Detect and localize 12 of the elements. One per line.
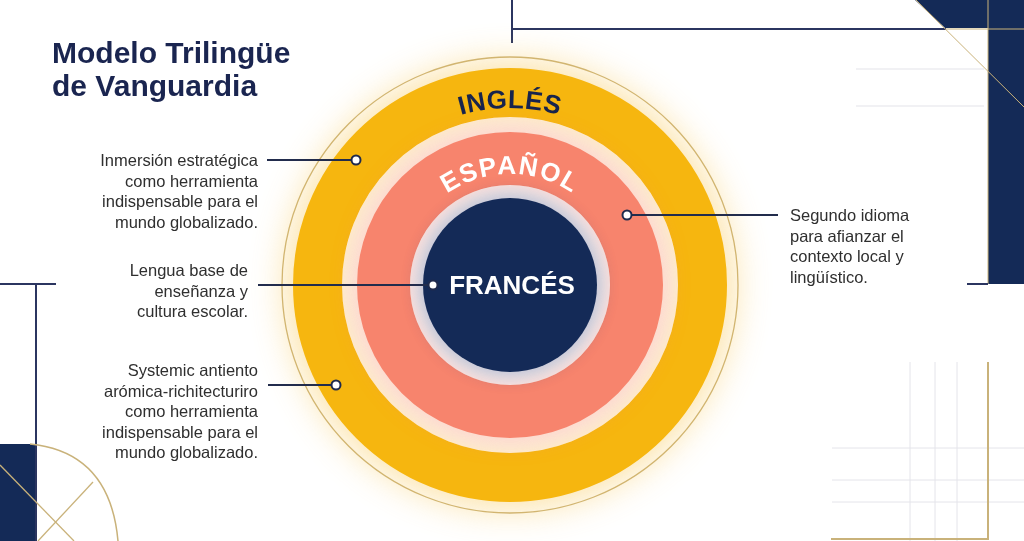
annotation-text: Lengua base de enseñanza y cultura escolar.: [128, 260, 248, 322]
annotation-text: Inmersión estratégica como herramienta indispensable para el mundo globalizado.: [99, 150, 258, 232]
ring-label: INGLÉS: [454, 83, 565, 121]
circle-label: FRANCÉS: [449, 270, 575, 300]
annotation-text: Segundo idioma para afianzar el contexto local y lingüístico.: [790, 205, 911, 287]
leader-line: [266, 154, 362, 166]
ring-label: ESPAÑOL: [434, 149, 586, 199]
leader-line: [621, 209, 779, 221]
annotation-text: Systemic antiento arómica-richitecturiro como herramienta indispensable para el mundo globalizado.: [101, 360, 258, 463]
leader-line: [257, 279, 439, 291]
leader-line: [267, 379, 342, 391]
title: Modelo Trilingüe de Vanguardia: [52, 36, 292, 102]
